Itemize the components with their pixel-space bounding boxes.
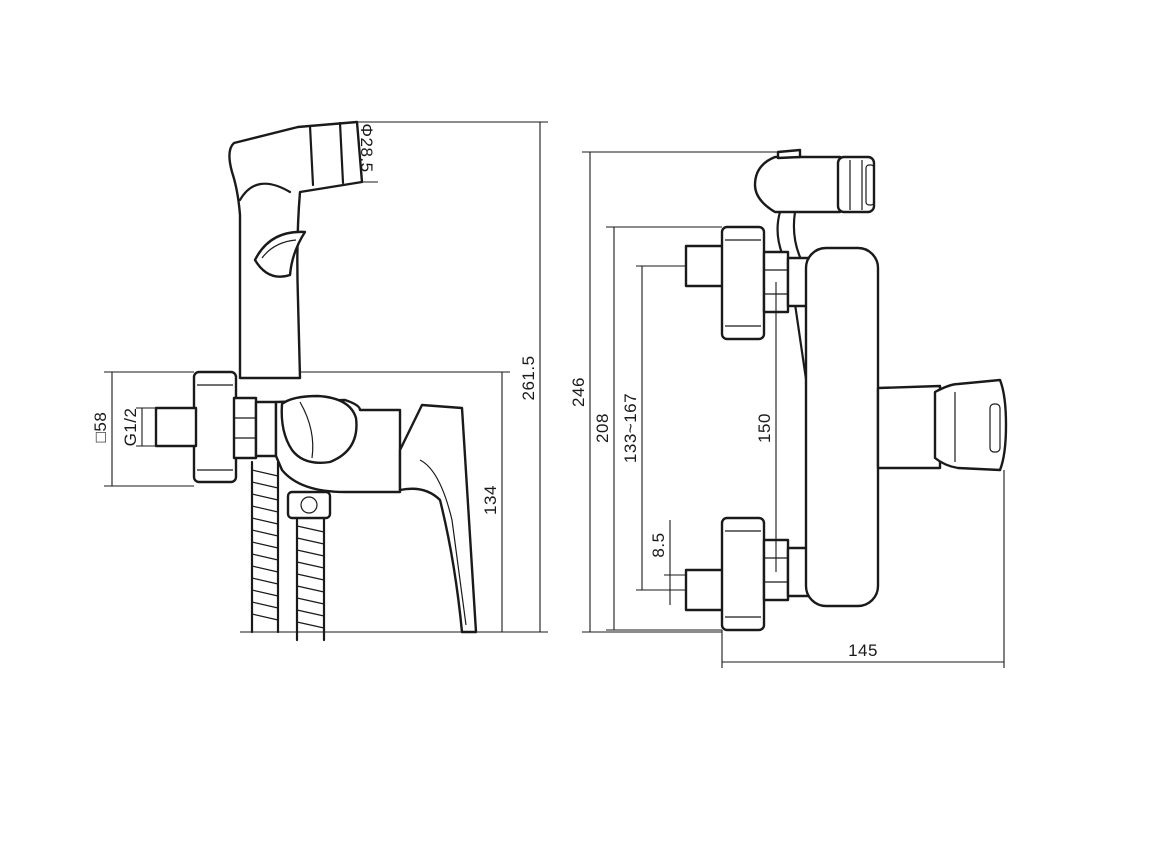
dim-g12-label: G1/2	[121, 408, 140, 447]
lever-front	[876, 378, 1008, 472]
dim-261-5-label: 261.5	[519, 355, 538, 400]
dim-133-167-label: 133~167	[621, 393, 640, 463]
holder-knob	[280, 394, 358, 464]
hex-nut	[232, 396, 258, 460]
inlet-stub	[154, 406, 198, 448]
dim-g12: G1/2	[121, 407, 156, 447]
dim-58: □58	[91, 371, 194, 487]
lever-handle	[398, 403, 478, 634]
dim-150-label: 150	[755, 413, 774, 443]
dim-8-5-label: 8.5	[649, 532, 668, 557]
front-view: 246 208 133~167 150 8.5 145	[569, 148, 1008, 668]
dim-58-label: □58	[91, 412, 110, 443]
dim-208-label: 208	[593, 413, 612, 443]
dim-246: 246	[569, 151, 778, 633]
outlet-nut	[286, 490, 332, 520]
mixer-body-front	[804, 246, 880, 608]
dim-208: 208	[593, 226, 722, 631]
dim-145-label: 145	[848, 641, 878, 660]
dim-134-label: 134	[481, 485, 500, 515]
hose-left	[250, 460, 280, 634]
spray-head-top	[753, 148, 876, 214]
dim-8-5: 8.5	[649, 520, 686, 605]
dim-150: 150	[755, 282, 777, 572]
bracket-bottom	[684, 516, 810, 632]
dim-246-label: 246	[569, 377, 588, 407]
dim-261-5: 261.5	[240, 121, 548, 633]
dim-28-5: Φ28.5	[357, 121, 378, 183]
dim-133-167: 133~167	[621, 265, 686, 591]
bidet-spray-head	[228, 120, 364, 380]
dim-145: 145	[721, 470, 1005, 668]
dim-134: 134	[300, 371, 510, 632]
hose-right	[295, 516, 326, 642]
side-view: 261.5 134 □58 G1/2 Φ28.5	[91, 120, 548, 642]
dim-28-5-label: Φ28.5	[357, 123, 376, 172]
bracket-top	[684, 225, 810, 341]
wall-plate	[192, 370, 238, 484]
